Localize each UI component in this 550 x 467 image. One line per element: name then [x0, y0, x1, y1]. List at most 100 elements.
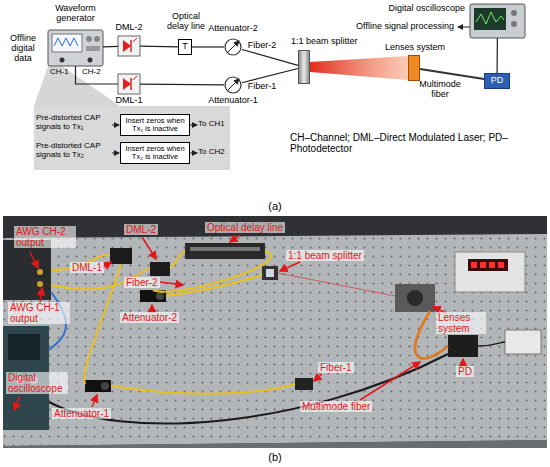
signal-label: Pre-distorted CAP signals to Tx₁ [36, 114, 112, 132]
callout-arrow [142, 237, 156, 259]
node-label: Attenuator-1 [202, 96, 264, 106]
lab-photo [153, 251, 271, 292]
free-space-beam [310, 56, 408, 80]
photo-callout: PD [456, 366, 474, 377]
lab-photo [395, 284, 435, 312]
panel-label: (a) [262, 200, 288, 212]
photo-callout: Multimode fiber [300, 401, 372, 412]
attenuator-symbol [227, 79, 239, 91]
connector [242, 50, 298, 66]
connector [103, 46, 118, 48]
lab-photo [150, 262, 170, 276]
lab-photo [407, 290, 423, 306]
callout-arrow [230, 235, 240, 242]
node-label: Digital oscilloscope [365, 4, 465, 14]
lab-photo [262, 266, 278, 280]
callout-wedge [34, 66, 120, 106]
waveform-generator-icon [54, 38, 78, 46]
signal-panel [34, 106, 230, 170]
connector [140, 46, 178, 48]
signal-panel [112, 125, 119, 126]
oscilloscope-icon [474, 8, 506, 30]
lab-photo [448, 335, 478, 357]
lab-photo [37, 281, 43, 287]
lab-photo [471, 262, 477, 268]
oscilloscope: Digital oscilloscope [470, 4, 525, 38]
process-box: Insert zeros when Tx₂ is inactive [120, 142, 190, 164]
photo-callout: DML-1 [70, 262, 104, 273]
lab-photo [185, 243, 265, 259]
lab-photo [166, 275, 262, 296]
laser-icon [130, 40, 132, 52]
waveform-generator-icon [60, 58, 65, 63]
waveform-generator-icon [86, 36, 92, 42]
photo-callout: Fiber-1 [318, 362, 354, 373]
waveform-generator-icon [48, 30, 103, 66]
photodetector: PD [484, 73, 510, 89]
lab-photo [190, 247, 260, 251]
edge-label: Fiber-1 [242, 82, 282, 92]
laser-icon [133, 76, 137, 80]
lab-photo [498, 262, 504, 268]
signal-label: Pre-distorted CAP signals to Tx₂ [36, 142, 112, 160]
oscilloscope-icon [511, 10, 517, 16]
node-label: Attenuator-2 [202, 24, 264, 34]
lens-system: Lenses system [408, 55, 420, 81]
lab-photo [480, 262, 486, 268]
lab-photo [3, 240, 51, 300]
callout-arrow [14, 396, 20, 410]
callout-arrow [151, 305, 153, 312]
waveform-generator-icon [48, 30, 103, 66]
laser-icon [123, 40, 131, 52]
laser-icon [118, 36, 140, 56]
connector [242, 69, 298, 83]
node-label: Waveform generator [43, 4, 108, 24]
photo-callout: Attenuator-1 [52, 408, 111, 419]
callout-arrow [360, 362, 420, 400]
edge-label: Multimode fiber [415, 80, 465, 100]
node-label: Insert zeros when Tx₂ is inactive [121, 143, 189, 163]
laser-icon [133, 38, 137, 42]
photo-callout: Lenses system [436, 312, 486, 334]
laser-dml: DML-1 [118, 74, 140, 94]
lab-photo [468, 259, 508, 271]
node-label: DML-2 [109, 23, 149, 33]
callout-arrow [280, 262, 300, 271]
panel-label: (b) [262, 451, 288, 463]
lab-photo [84, 264, 121, 384]
node-label: T [179, 40, 191, 54]
free-space-beam [310, 56, 408, 80]
lab-photo [170, 251, 185, 268]
callout-arrow [40, 288, 42, 302]
lab-photo [156, 292, 164, 300]
laser-dml: DML-2 [118, 36, 140, 56]
callout-arrow [30, 252, 38, 268]
callout-wedge [34, 66, 120, 106]
photo-callout: AWG CH-1 output [8, 302, 70, 324]
oscilloscope-icon [458, 4, 525, 38]
attenuator-symbol [225, 77, 241, 93]
laser-icon [123, 78, 131, 90]
delay-line-box: Optical delay lineT [178, 39, 192, 55]
lab-photo [478, 342, 505, 346]
photo-callout: DML-2 [124, 224, 158, 235]
channel-label: CH-1 [50, 68, 69, 77]
channel-label: To CH1 [198, 120, 225, 129]
channel-label: To CH2 [198, 148, 225, 157]
signal-panel [190, 153, 197, 154]
waveform-generator: Waveform generator [48, 30, 103, 66]
lab-photo [37, 269, 43, 275]
callout-arrow [314, 374, 322, 381]
node-label: PD [485, 74, 509, 88]
lab-photo [266, 269, 274, 277]
connector [420, 69, 484, 79]
lab-photo [489, 262, 495, 268]
photo-callout: AWG CH-2 output [14, 226, 76, 248]
waveform-generator-icon [86, 46, 100, 51]
waveform-generator-icon [94, 36, 100, 42]
oscilloscope-icon [458, 27, 470, 28]
lab-photo [8, 334, 40, 360]
signal-panel [34, 106, 230, 170]
connector [76, 66, 119, 84]
